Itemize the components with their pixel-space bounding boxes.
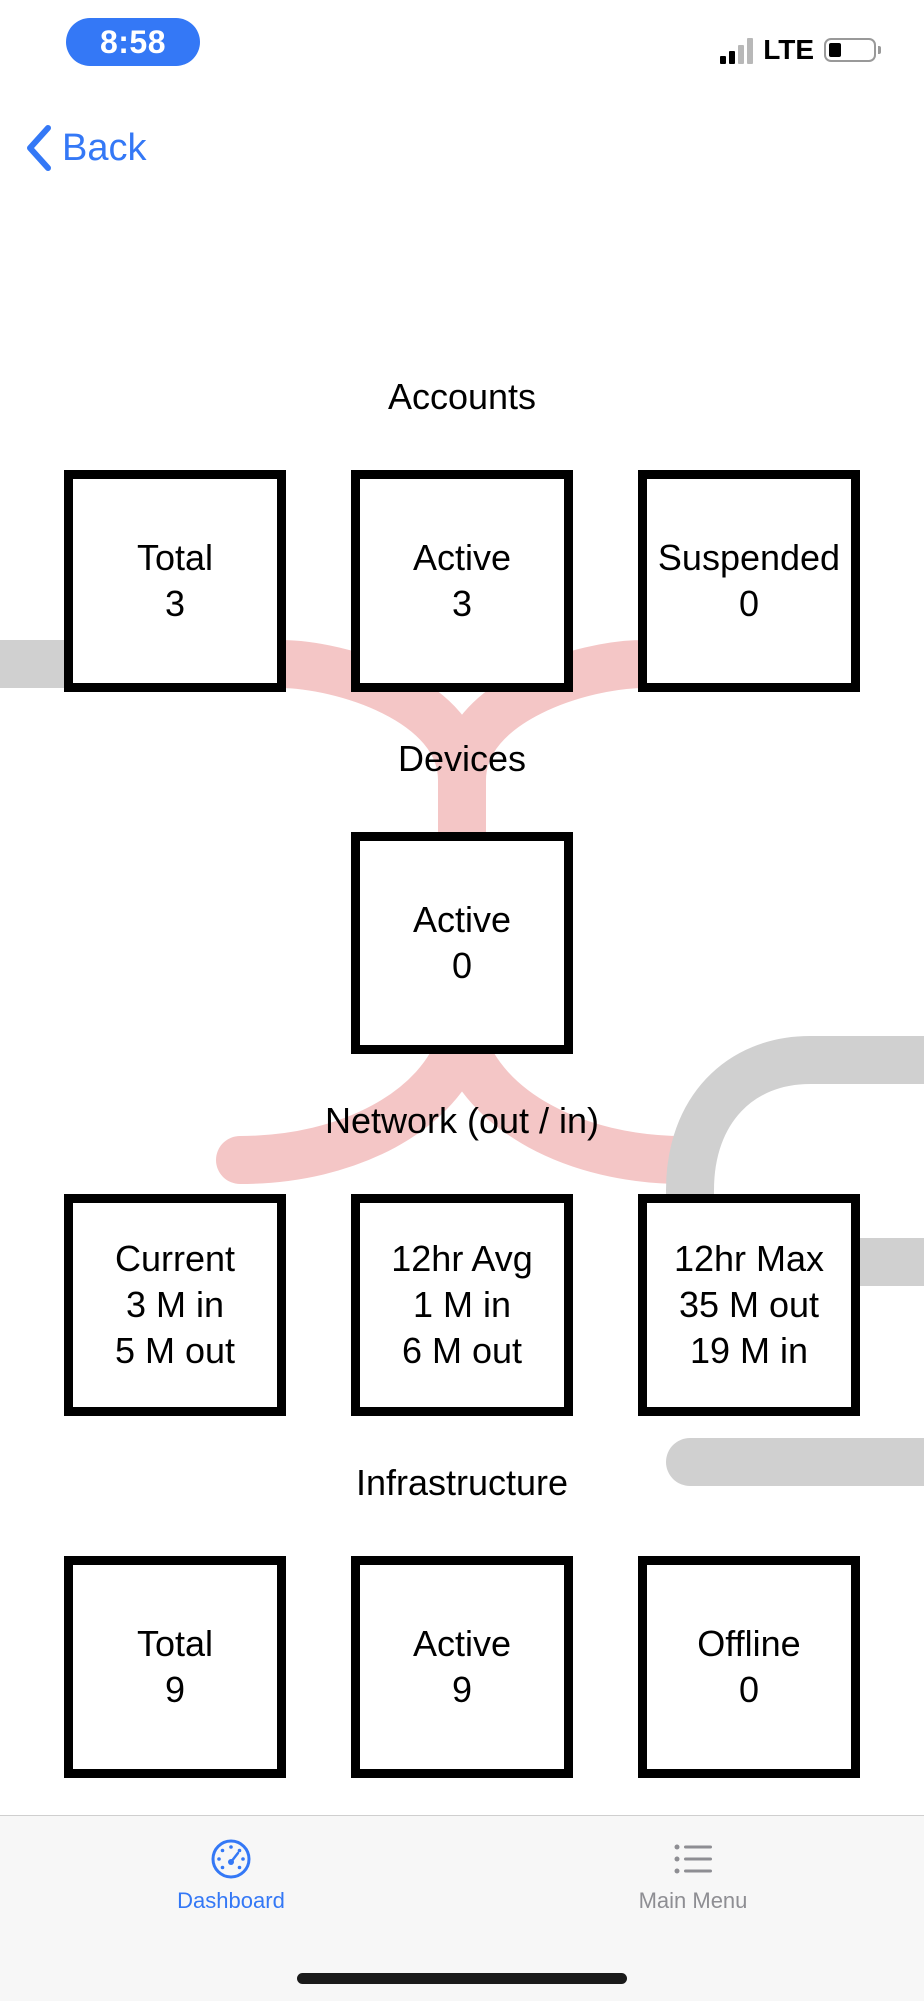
- tile-label: Offline: [697, 1623, 801, 1664]
- network-current-tile[interactable]: Current 3 M in 5 M out: [64, 1194, 286, 1416]
- accounts-total-tile[interactable]: Total 3: [64, 470, 286, 692]
- tile-value: 0: [738, 583, 760, 624]
- tile-line-in: 1 M in: [412, 1284, 512, 1325]
- tile-value: 3: [164, 583, 186, 624]
- tab-bar: Dashboard Main Menu: [0, 1815, 924, 2001]
- infrastructure-offline-tile[interactable]: Offline 0: [638, 1556, 860, 1778]
- infrastructure-active-tile[interactable]: Active 9: [351, 1556, 573, 1778]
- tile-value: 9: [451, 1669, 473, 1710]
- tile-label: 12hr Avg: [391, 1238, 533, 1279]
- back-button[interactable]: Back: [26, 118, 146, 178]
- network-12hr-max-tile[interactable]: 12hr Max 35 M out 19 M in: [638, 1194, 860, 1416]
- tile-label: 12hr Max: [673, 1238, 825, 1279]
- section-title-accounts: Accounts: [387, 376, 537, 417]
- cellular-signal-icon: [720, 36, 754, 64]
- section-title-devices: Devices: [397, 738, 527, 779]
- tab-dashboard[interactable]: Dashboard: [111, 1838, 351, 1914]
- tab-main-menu[interactable]: Main Menu: [573, 1838, 813, 1914]
- devices-active-tile[interactable]: Active 0: [351, 832, 573, 1054]
- dashboard-gauge-icon: [211, 1839, 251, 1879]
- tile-line-in: 3 M in: [125, 1284, 225, 1325]
- list-icon: [674, 1844, 712, 1874]
- tile-line-out: 35 M out: [678, 1284, 820, 1325]
- accounts-active-tile[interactable]: Active 3: [351, 470, 573, 692]
- status-time: 8:58: [66, 18, 200, 66]
- tile-label: Current: [114, 1238, 236, 1279]
- battery-icon: [824, 38, 881, 62]
- tab-label: Main Menu: [638, 1888, 748, 1913]
- tile-value: 0: [738, 1669, 760, 1710]
- chevron-left-icon: [27, 125, 51, 171]
- network-12hr-avg-tile[interactable]: 12hr Avg 1 M in 6 M out: [351, 1194, 573, 1416]
- section-title-network: Network (out / in): [324, 1100, 600, 1141]
- tile-label: Total: [136, 537, 214, 578]
- back-label: Back: [62, 126, 147, 169]
- tile-value: 3: [451, 583, 473, 624]
- home-indicator[interactable]: [297, 1973, 627, 1984]
- tile-value: 0: [451, 945, 473, 986]
- tile-line-in: 19 M in: [689, 1330, 809, 1371]
- tile-label: Suspended: [657, 537, 841, 578]
- tile-label: Total: [136, 1623, 214, 1664]
- tile-label: Active: [412, 1623, 512, 1664]
- tile-line-out: 5 M out: [114, 1330, 236, 1371]
- section-title-infrastructure: Infrastructure: [355, 1462, 569, 1503]
- infrastructure-total-tile[interactable]: Total 9: [64, 1556, 286, 1778]
- status-indicators: LTE: [720, 30, 881, 70]
- tab-label: Dashboard: [177, 1888, 285, 1913]
- network-type: LTE: [763, 34, 814, 65]
- accounts-suspended-tile[interactable]: Suspended 0: [638, 470, 860, 692]
- tile-value: 9: [164, 1669, 186, 1710]
- tile-line-out: 6 M out: [401, 1330, 523, 1371]
- tile-label: Active: [412, 537, 512, 578]
- tile-label: Active: [412, 899, 512, 940]
